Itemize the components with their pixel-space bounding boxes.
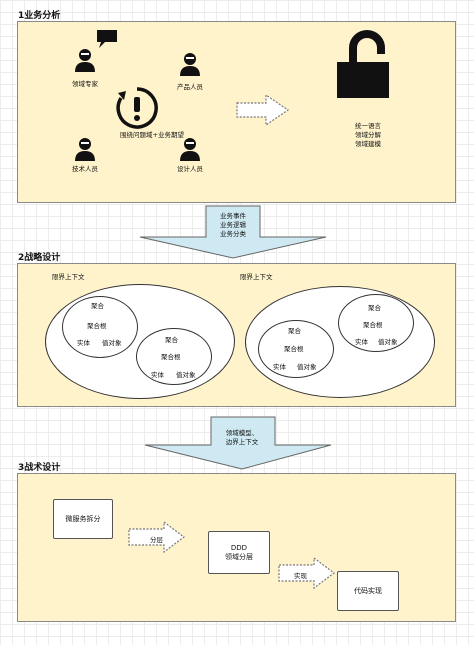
aggregate-3-value: 值对象 [378,338,398,346]
arrow1-line-2: 业务逻辑 [220,221,246,229]
right-summary: 统一语言 领域分解 领域建模 [340,122,396,149]
aggregate-2-entity: 实体 [151,371,164,379]
arrow2-line-1: 领域模型、 [225,429,259,437]
aggregate-1-root: 聚合根 [87,322,107,330]
aggregate-2-value: 值对象 [176,371,196,379]
arrow1-text: 业务事件 业务逻辑 业务分类 [206,212,260,239]
expert-person-icon [75,49,95,72]
aggregate-2-label: 聚合 [165,336,178,344]
section2-title: 2战略设计 [18,253,61,263]
center-label: 围绕问题域+业务期望 [120,131,184,139]
aggregate-4-label: 聚合 [288,327,301,335]
summary-line-2: 领域分解 [355,131,381,139]
ddd-box: DDD 领域分层 [208,531,270,574]
microservice-box: 微服务拆分 [53,499,113,539]
design-person-icon [180,138,200,161]
expert-label: 领域专家 [72,80,98,88]
speech-bubble-icon [97,30,117,48]
aggregate-2-root: 聚合根 [161,353,181,361]
impl-arrow [278,556,335,590]
layer-arrow [128,520,185,554]
aggregate-4-entity: 实体 [273,363,286,371]
arrow1-line-1: 业务事件 [220,212,246,220]
section3-title: 3战术设计 [18,463,61,473]
question-circle-icon [116,87,158,129]
tech-person-icon [75,138,95,161]
arrow2-line-2: 边界上下文 [225,438,259,446]
hollow-right-arrow [236,93,290,127]
product-person-icon [180,53,200,76]
down-arrow-2 [144,416,332,470]
tech-label: 技术人员 [72,165,98,173]
aggregate-3-entity: 实体 [355,338,368,346]
aggregate-4 [258,320,334,378]
impl-arrow-label: 实现 [294,572,307,580]
section1-title: 1业务分析 [18,11,61,21]
ddd-line-2: 领域分层 [225,552,253,561]
code-box: 代码实现 [337,571,399,611]
aggregate-4-value: 值对象 [297,363,317,371]
context-label-right: 限界上下文 [240,273,273,281]
aggregate-2 [136,328,212,385]
aggregate-1 [62,296,138,358]
product-label: 产品人员 [177,83,203,91]
summary-line-3: 领域建模 [355,140,381,148]
aggregate-4-root: 聚合根 [284,345,304,353]
design-label: 设计人员 [177,165,203,173]
down-arrow-1 [139,205,327,259]
aggregate-1-value: 值对象 [102,339,122,347]
context-label-left: 限界上下文 [52,273,85,281]
summary-line-1: 统一语言 [355,122,381,130]
aggregate-3-root: 聚合根 [363,321,383,329]
aggregate-3 [338,294,414,352]
ddd-line-1: DDD [230,543,248,552]
aggregate-1-entity: 实体 [77,339,90,347]
layer-arrow-label: 分层 [150,536,163,544]
aggregate-1-label: 聚合 [91,302,104,310]
unlock-icon [337,30,389,98]
arrow1-line-3: 业务分类 [220,230,246,238]
aggregate-3-label: 聚合 [368,304,381,312]
arrow2-text: 领域模型、 边界上下文 [213,429,271,447]
